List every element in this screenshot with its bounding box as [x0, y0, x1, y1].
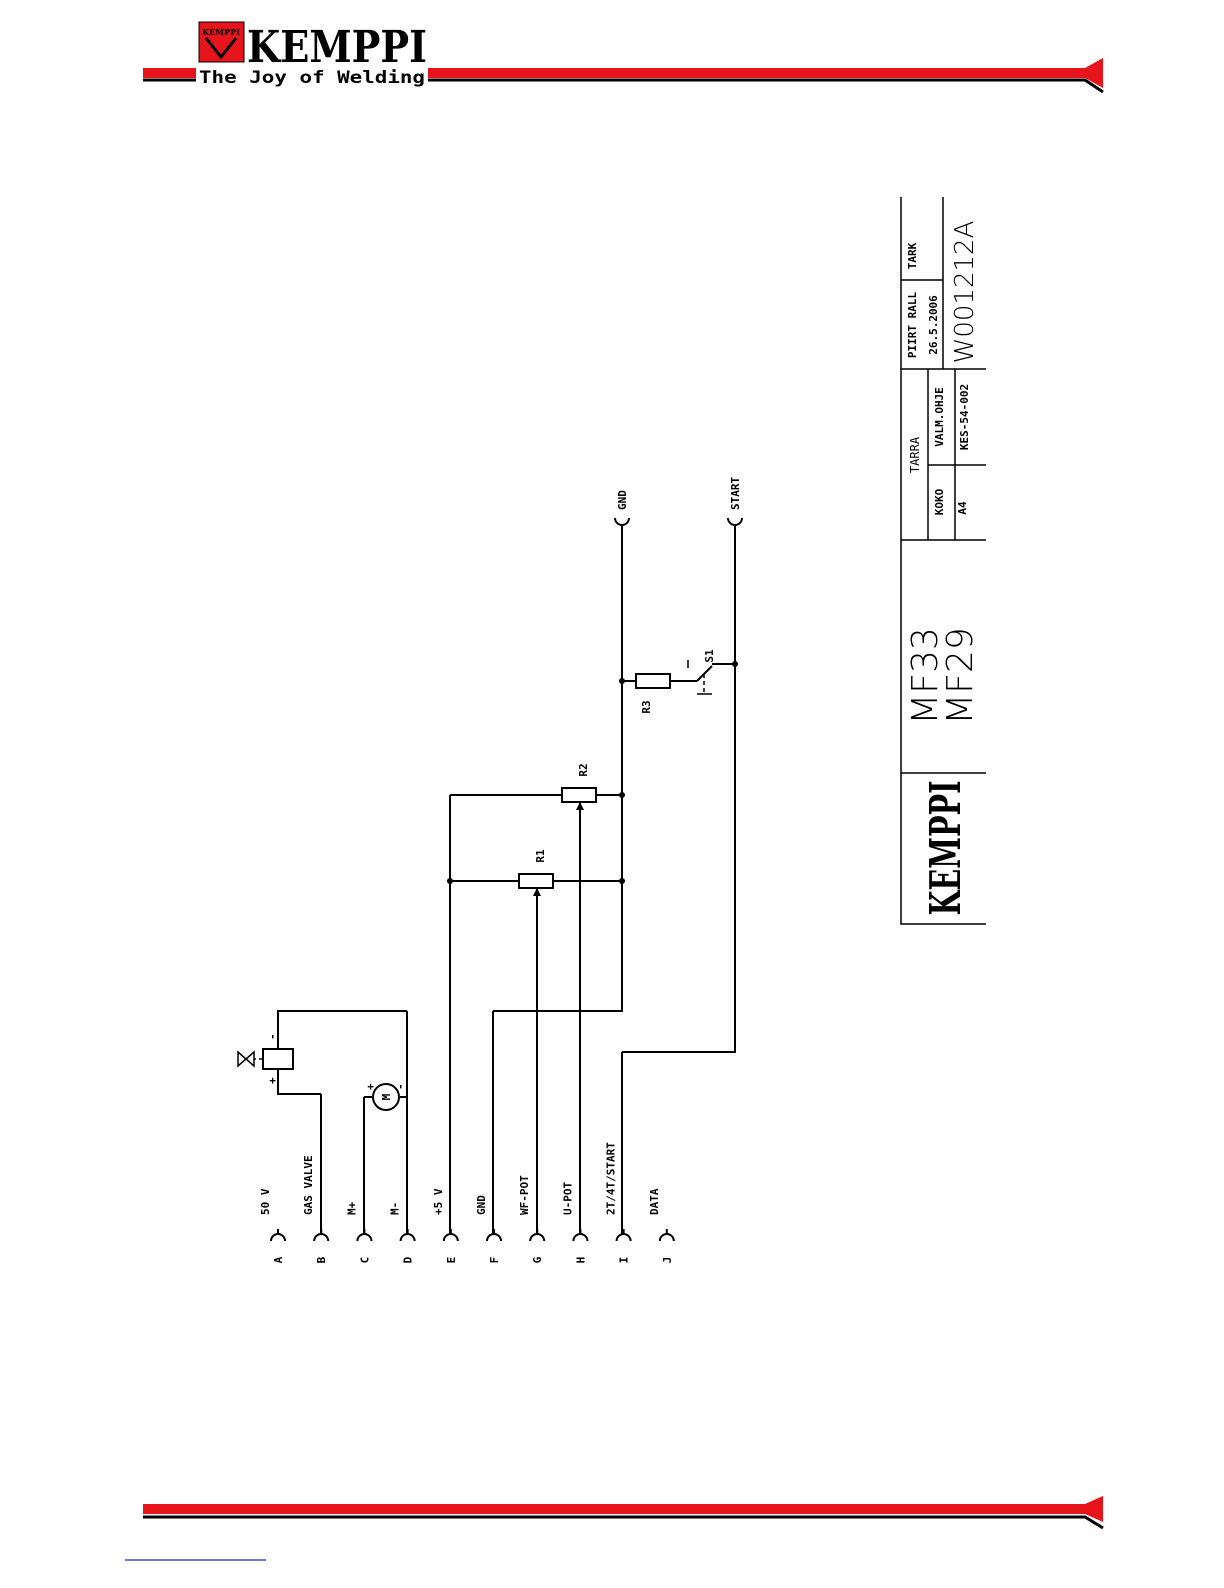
start-terminal-label: START — [729, 477, 742, 510]
gnd-terminal-label: GND — [616, 490, 629, 510]
r1-label: R1 — [534, 849, 547, 863]
pin-socket-icon — [573, 1234, 587, 1241]
pin-socket-icon — [617, 1234, 631, 1241]
pin-id: B — [315, 1256, 328, 1263]
pin-g: G WF-POT — [518, 1175, 544, 1263]
pin-socket-icon — [660, 1234, 674, 1241]
pin-label: 50 V — [259, 1188, 272, 1215]
pin-socket-icon — [444, 1234, 458, 1241]
junction-dot — [447, 878, 453, 884]
pin-a: A 50 V — [259, 1188, 285, 1263]
pin-id: I — [618, 1257, 631, 1264]
pin-socket-icon — [487, 1234, 501, 1241]
pin-b: B GAS VALVE — [302, 1155, 328, 1263]
pin-label: GAS VALVE — [302, 1155, 315, 1215]
label-koko: KOKO — [933, 488, 946, 515]
model-mf29: MF29 — [940, 627, 981, 725]
pin-h: H U-POT — [561, 1182, 587, 1264]
r1-potentiometer — [519, 874, 553, 888]
pin-c: C M+ — [345, 1201, 371, 1263]
title-block: KEMPPI MF33 MF29 TARRA KOKO A4 VALM.OHJE… — [901, 197, 986, 924]
value-valm: KES-54-002 — [958, 384, 971, 450]
footer — [125, 1496, 1103, 1560]
pin-socket-icon — [271, 1234, 285, 1241]
pin-id: J — [661, 1257, 674, 1264]
pin-i: I 2T/4T/START — [605, 1142, 631, 1264]
switch-icon — [688, 660, 735, 694]
pin-d: D M- — [389, 1202, 415, 1264]
pin-e: E +5 V — [432, 1188, 458, 1263]
pin-label: DATA — [648, 1188, 661, 1215]
junction-dot — [619, 792, 625, 798]
motor-label: M — [380, 1093, 393, 1100]
r3-resistor — [636, 674, 670, 688]
valve-minus-label: - — [266, 1033, 279, 1040]
logo-badge-text: KEMPPI — [202, 27, 240, 37]
pin-id: F — [488, 1257, 501, 1264]
value-date: 26.5.2006 — [927, 295, 940, 355]
pin-id: C — [358, 1257, 371, 1264]
pin-id: E — [445, 1257, 458, 1264]
pin-socket-icon — [357, 1234, 371, 1241]
pin-socket-icon — [530, 1234, 544, 1241]
label-valm: VALM.OHJE — [933, 387, 946, 447]
pin-id: A — [272, 1256, 285, 1263]
pin-label: U-POT — [561, 1182, 574, 1215]
pin-id: G — [531, 1256, 544, 1263]
tagline: The Joy of Welding — [199, 68, 425, 88]
pin-socket-icon — [314, 1234, 328, 1241]
pin-label: +5 V — [432, 1188, 445, 1215]
valve-icon — [238, 1052, 254, 1066]
pin-label: M- — [389, 1202, 402, 1215]
title-block-logo: KEMPPI — [921, 781, 970, 916]
motor-plus-label: + — [364, 1083, 377, 1090]
footer-black-line — [143, 1517, 1103, 1528]
valve-plus-label: + — [266, 1077, 279, 1084]
label-piirt: PIIRT RALL — [906, 292, 919, 359]
motor-minus-label: - — [394, 1083, 407, 1090]
start-terminal — [728, 518, 742, 525]
label-tarra: TARRA — [908, 436, 922, 473]
pin-id: D — [402, 1256, 415, 1263]
schematic: + - M + - R1 R2 R3 — [238, 477, 742, 1264]
r2-label: R2 — [577, 763, 590, 776]
pin-socket-icon — [401, 1234, 415, 1241]
pin-label: WF-POT — [518, 1175, 531, 1215]
r1-wiper-arrow — [533, 888, 541, 896]
pin-id: H — [574, 1257, 587, 1264]
pin-j: J DATA — [648, 1188, 674, 1263]
r2-potentiometer — [562, 788, 596, 802]
switch-label: S1 — [703, 649, 716, 663]
gas-valve-coil — [263, 1049, 293, 1069]
label-tark: TARK — [906, 242, 919, 269]
r3-label: R3 — [640, 700, 653, 713]
junction-dot — [619, 878, 625, 884]
header: KEMPPI KEMPPI The Joy of Welding — [143, 22, 1103, 92]
gnd-terminal — [615, 518, 629, 525]
r2-wiper-arrow — [576, 802, 584, 810]
drawing-number: W001212A — [950, 221, 980, 364]
pin-label: GND — [475, 1195, 488, 1215]
value-koko: A4 — [956, 501, 969, 515]
pin-label: M+ — [345, 1201, 358, 1215]
pin-label: 2T/4T/START — [605, 1142, 618, 1215]
pin-f: F GND — [475, 1195, 501, 1264]
